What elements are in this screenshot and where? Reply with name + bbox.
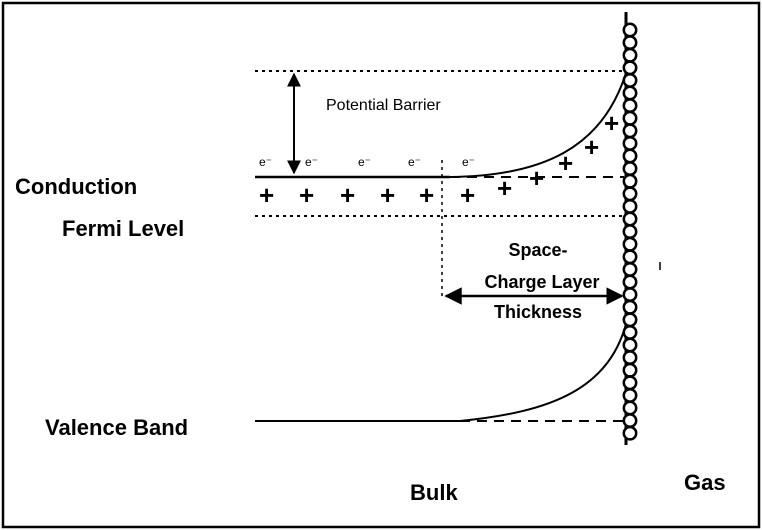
gas-circle <box>622 161 638 177</box>
plus-sign: + <box>604 108 619 138</box>
gas-circle <box>622 98 638 114</box>
plus-sign: + <box>529 163 544 193</box>
gas-circle <box>622 350 638 366</box>
gas-circle <box>622 249 638 265</box>
gas-circle <box>622 400 638 416</box>
gas-circle <box>622 413 638 429</box>
plus-sign: + <box>299 180 314 210</box>
gas-circle <box>622 261 638 277</box>
gas-circle <box>622 274 638 290</box>
gas-circle <box>622 224 638 240</box>
gas-label: Gas <box>684 470 726 495</box>
plus-sign: + <box>497 173 512 203</box>
gas-circle <box>622 60 638 76</box>
gas-circle <box>622 123 638 139</box>
plus-sign: + <box>380 180 395 210</box>
gas-circle <box>622 110 638 126</box>
valence-band-label: Valence Band <box>45 415 188 440</box>
plus-sign: + <box>584 132 599 162</box>
gas-circle <box>622 72 638 88</box>
electron-symbol: e⁻ <box>259 155 272 169</box>
gas-circle <box>622 173 638 189</box>
gas-circle <box>622 312 638 328</box>
gas-circle <box>622 236 638 252</box>
plus-sign: + <box>460 180 475 210</box>
bulk-positive-charges: + + + + + + <box>259 180 475 210</box>
gas-circle <box>622 299 638 315</box>
gas-circle <box>622 198 638 214</box>
gas-circle <box>622 85 638 101</box>
potential-barrier-label: Potential Barrier <box>326 97 441 114</box>
gas-circle <box>622 425 638 441</box>
valence-band-bending-curve <box>459 315 629 422</box>
gas-circle <box>622 337 638 353</box>
conduction-label: Conduction <box>15 174 137 199</box>
space-charge-label-line1: Space- <box>508 240 567 260</box>
electron-symbol: e⁻ <box>408 155 421 169</box>
gas-circle <box>622 22 638 38</box>
gas-circle <box>622 362 638 378</box>
space-charge-label-line2: Charge Layer <box>484 272 599 292</box>
gas-circle <box>622 148 638 164</box>
gas-circle <box>622 211 638 227</box>
electron-symbol: e⁻ <box>305 155 318 169</box>
gas-circle <box>622 135 638 151</box>
electron-row: e⁻ e⁻ e⁻ e⁻ e⁻ <box>259 155 475 169</box>
electron-symbol: e⁻ <box>462 155 475 169</box>
gas-circle <box>622 387 638 403</box>
gas-circle <box>622 375 638 391</box>
plus-sign: + <box>419 180 434 210</box>
gas-circle <box>622 287 638 303</box>
space-charge-label-line3: Thickness <box>494 302 582 322</box>
adsorbed-gas-circles <box>622 22 638 441</box>
plus-sign: + <box>558 148 573 178</box>
gas-circle <box>622 186 638 202</box>
gas-circle <box>622 324 638 340</box>
plus-sign: + <box>259 180 274 210</box>
electron-symbol: e⁻ <box>358 155 371 169</box>
fermi-level-label: Fermi Level <box>62 216 184 241</box>
bulk-label: Bulk <box>410 480 458 505</box>
depletion-positive-charges: + + + + + <box>497 108 619 203</box>
conduction-band-bending-curve <box>449 65 629 178</box>
gas-circle <box>622 47 638 63</box>
gas-circle <box>622 35 638 51</box>
plus-sign: + <box>340 180 355 210</box>
